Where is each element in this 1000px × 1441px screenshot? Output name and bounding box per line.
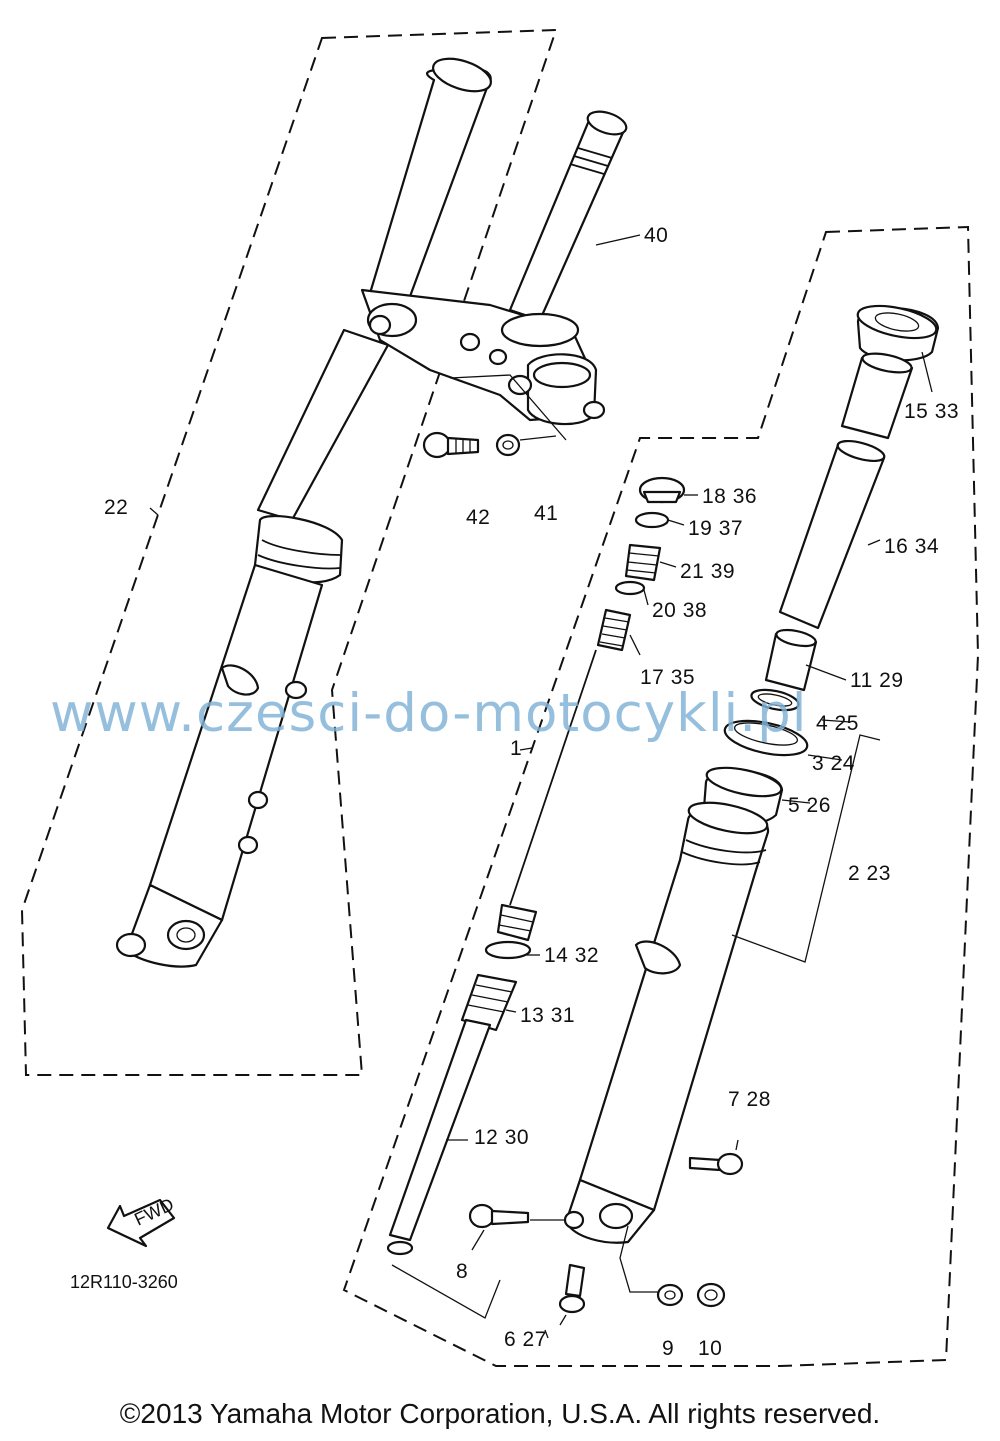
forward-direction-arrow-icon: FWD <box>106 1194 177 1248</box>
callout-41: 41 <box>534 502 558 525</box>
clip-part-4-25 <box>750 688 800 712</box>
washer-part-41 <box>495 433 557 457</box>
spacer-part-21-39 <box>624 543 662 582</box>
cap-part-15-33 <box>856 304 940 362</box>
washer-part-20-38 <box>614 580 646 596</box>
callout-1: 1 <box>510 737 522 760</box>
callout-15-33: 15 33 <box>904 400 959 423</box>
bolt-part-42 <box>422 431 480 459</box>
callout-7-28: 7 28 <box>728 1088 771 1111</box>
callout-14-32: 14 32 <box>544 944 599 967</box>
callout-40: 40 <box>644 224 668 247</box>
clip-part-19-37 <box>634 511 670 529</box>
bolt-part-8 <box>468 1203 565 1229</box>
callout-19-37: 19 37 <box>688 517 743 540</box>
watermark: www.czesci-do-motocykli.pl <box>50 683 808 744</box>
callout-22: 22 <box>104 496 128 519</box>
bushing-part-11-29 <box>764 628 818 692</box>
callout-17-35: 17 35 <box>640 666 695 689</box>
tube-part-16-34 <box>778 439 886 630</box>
fork-parts-group-outline <box>342 225 980 1367</box>
washer-part-3-24 <box>723 719 809 757</box>
callout-3-24: 3 24 <box>812 752 855 775</box>
callout-11-29: 11 29 <box>850 669 904 692</box>
callout-9: 9 <box>662 1337 674 1360</box>
spring-part-17-35 <box>596 608 632 652</box>
fork-upper-tube-part-40 <box>508 110 628 322</box>
callout-18-36: 18 36 <box>702 485 757 508</box>
callout-2-23: 2 23 <box>848 862 891 885</box>
guide-bush-part <box>840 352 914 440</box>
callout-5-26: 5 26 <box>788 794 831 817</box>
bolt-part-7-28 <box>688 1152 744 1176</box>
cap-bolt-part-18-36 <box>638 476 686 504</box>
callout-21-39: 21 39 <box>680 560 735 583</box>
nut-part-10 <box>696 1282 726 1308</box>
drain-screw-part-6-27 <box>558 1263 586 1314</box>
under-bracket <box>360 288 606 441</box>
damper-rod-part-12-30 <box>386 649 597 1319</box>
callout-8: 8 <box>456 1260 468 1283</box>
assembled-fork-leg <box>115 57 492 968</box>
leader-lines <box>149 234 933 1339</box>
callout-42: 42 <box>466 506 490 529</box>
callout-20-38: 20 38 <box>652 599 707 622</box>
copyright: ©2013 Yamaha Motor Corporation, U.S.A. A… <box>119 1398 881 1429</box>
washer-part-9 <box>656 1283 684 1307</box>
callout-6-27: 6 27 <box>504 1328 547 1351</box>
callout-10: 10 <box>698 1337 722 1360</box>
callout-16-34: 16 34 <box>884 535 939 558</box>
callout-13-31: 13 31 <box>520 1004 575 1027</box>
callout-4-25: 4 25 <box>816 712 859 735</box>
diagram-code: 12R110-3260 <box>70 1272 178 1292</box>
callout-12-30: 12 30 <box>474 1126 529 1149</box>
